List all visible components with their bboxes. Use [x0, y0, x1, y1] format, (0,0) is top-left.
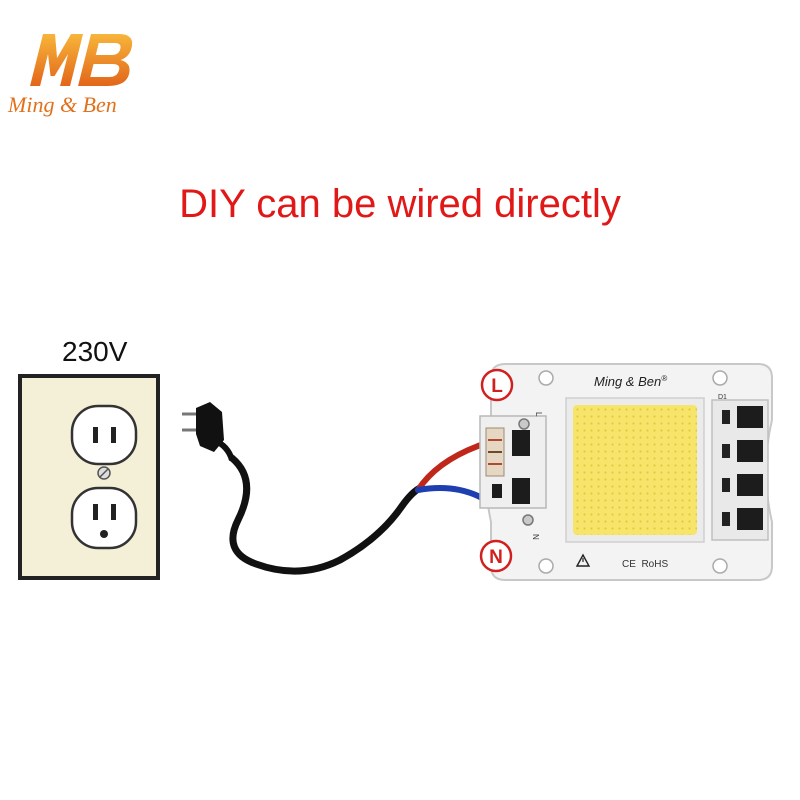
pad-label-live: L: [534, 412, 543, 417]
mount-hole: [538, 558, 554, 574]
neutral-terminal-marker: N: [479, 539, 513, 573]
mount-hole: [712, 558, 728, 574]
chip-brand-text: Ming & Ben®: [594, 374, 667, 389]
led-emitting-area: [565, 397, 705, 543]
led-cob-chip: Ming & Ben® D1: [479, 363, 773, 581]
logo-brand-text: Ming & Ben: [8, 92, 117, 117]
neutral-terminal-label: N: [489, 547, 503, 568]
outlet-icon: [18, 374, 160, 580]
upper-receptacle: [70, 404, 138, 466]
plug-icon: [182, 402, 235, 461]
power-cord: [228, 454, 424, 575]
live-terminal-label: L: [491, 376, 503, 397]
driver-module: [479, 415, 547, 509]
certification-text: CE RoHS: [622, 559, 668, 570]
pad-label-neutral: N: [531, 534, 540, 540]
lower-receptacle: [70, 486, 138, 550]
logo-monogram: [30, 34, 133, 86]
solder-pad-neutral: [522, 514, 534, 526]
component-label: D1: [718, 394, 727, 401]
warning-triangle-icon: [575, 553, 591, 567]
mount-hole: [712, 370, 728, 386]
right-ic-strip: [711, 399, 769, 541]
mount-hole: [538, 370, 554, 386]
voltage-label: 230V: [62, 336, 128, 367]
headline: DIY can be wired directly: [179, 182, 621, 226]
solder-pad-live: [518, 418, 530, 430]
brand-logo: [30, 34, 133, 86]
live-terminal-marker: L: [480, 368, 514, 402]
